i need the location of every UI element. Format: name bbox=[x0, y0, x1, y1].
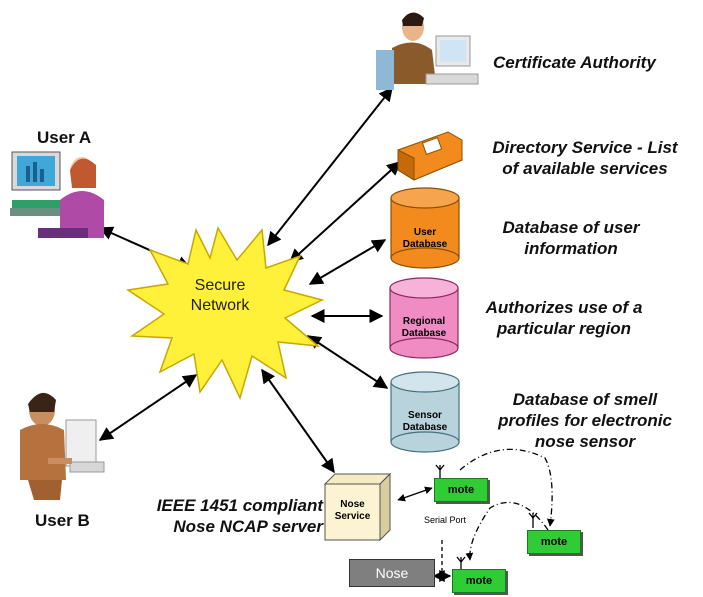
regional-database-description: Authorizes use of a particular region bbox=[474, 297, 654, 339]
userdb-line1: Database of user bbox=[502, 218, 640, 237]
arrow-serial-port bbox=[397, 486, 433, 502]
arrow-ncap bbox=[261, 368, 335, 474]
directory-line2: of available services bbox=[502, 159, 668, 178]
directory-line1: Directory Service - List bbox=[492, 138, 678, 157]
sensor-text-line1: Sensor bbox=[408, 410, 442, 421]
server-line1: Nose bbox=[340, 499, 365, 510]
mote-links bbox=[397, 448, 555, 582]
sensor-database-description: Database of smell profiles for electroni… bbox=[485, 389, 685, 452]
sensor-text-line2: Database bbox=[402, 422, 448, 433]
sensor-line2: profiles for electronic bbox=[498, 411, 672, 430]
userdb-text-line1: User bbox=[413, 227, 437, 238]
regional-database-cylinder bbox=[389, 277, 459, 359]
arrow-mote2-mote3 bbox=[465, 501, 549, 561]
certificate-authority-label: Certificate Authority bbox=[493, 53, 656, 72]
user-database-text: User Database bbox=[391, 227, 459, 251]
arrow-mote1-mote2 bbox=[459, 448, 555, 527]
regional-text-line2: Database bbox=[401, 328, 447, 339]
sensor-database-text: Sensor Database bbox=[391, 410, 459, 434]
certificate-authority-illustration bbox=[376, 12, 479, 90]
regional-text-line1: Regional bbox=[402, 316, 446, 327]
regional-database-text: Regional Database bbox=[390, 316, 458, 340]
ncap-line1: IEEE 1451 compliant bbox=[156, 496, 323, 515]
network-line2: Network bbox=[190, 297, 250, 314]
user-database-cylinder bbox=[390, 187, 460, 269]
regional-line1: Authorizes use of a bbox=[485, 298, 643, 317]
regional-line2: particular region bbox=[496, 319, 632, 338]
sensor-database-cylinder bbox=[390, 371, 460, 453]
arrow-sensor bbox=[306, 335, 389, 389]
serial-port-label: Serial Port bbox=[424, 515, 467, 525]
nose-service-text: Nose Service bbox=[325, 499, 380, 523]
arrow-certificate bbox=[267, 86, 393, 247]
nose-service-server bbox=[323, 472, 392, 542]
sensor-line3: nose sensor bbox=[534, 432, 636, 451]
mote-1: mote bbox=[434, 478, 488, 502]
mote-3: mote bbox=[452, 569, 506, 593]
user-database-description: Database of user information bbox=[486, 217, 656, 259]
ncap-line2: Nose NCAP server bbox=[173, 517, 323, 536]
network-line1: Secure bbox=[194, 277, 246, 294]
secure-network-label: Secure Network bbox=[180, 276, 260, 316]
userdb-line2: information bbox=[524, 239, 618, 258]
arrow-userdb bbox=[308, 239, 387, 285]
directory-service-label: Directory Service - List of available se… bbox=[478, 137, 692, 179]
server-line2: Service bbox=[334, 511, 371, 522]
mote-2: mote bbox=[527, 530, 581, 554]
directory-book-icon bbox=[396, 131, 464, 181]
user-b-illustration bbox=[20, 392, 105, 500]
userdb-text-line2: Database bbox=[402, 239, 448, 250]
user-a-label: User A bbox=[37, 128, 92, 147]
nose-sensor-box: Nose bbox=[349, 559, 435, 587]
user-a-illustration bbox=[10, 151, 104, 238]
secure-network-starburst bbox=[125, 226, 325, 401]
arrow-directory bbox=[288, 161, 402, 263]
ncap-server-label: IEEE 1451 compliant Nose NCAP server bbox=[131, 495, 323, 537]
user-b-label: User B bbox=[35, 511, 90, 530]
connection-arrows bbox=[98, 86, 402, 474]
sensor-line1: Database of smell bbox=[512, 390, 658, 409]
arrow-user-b bbox=[98, 374, 198, 441]
